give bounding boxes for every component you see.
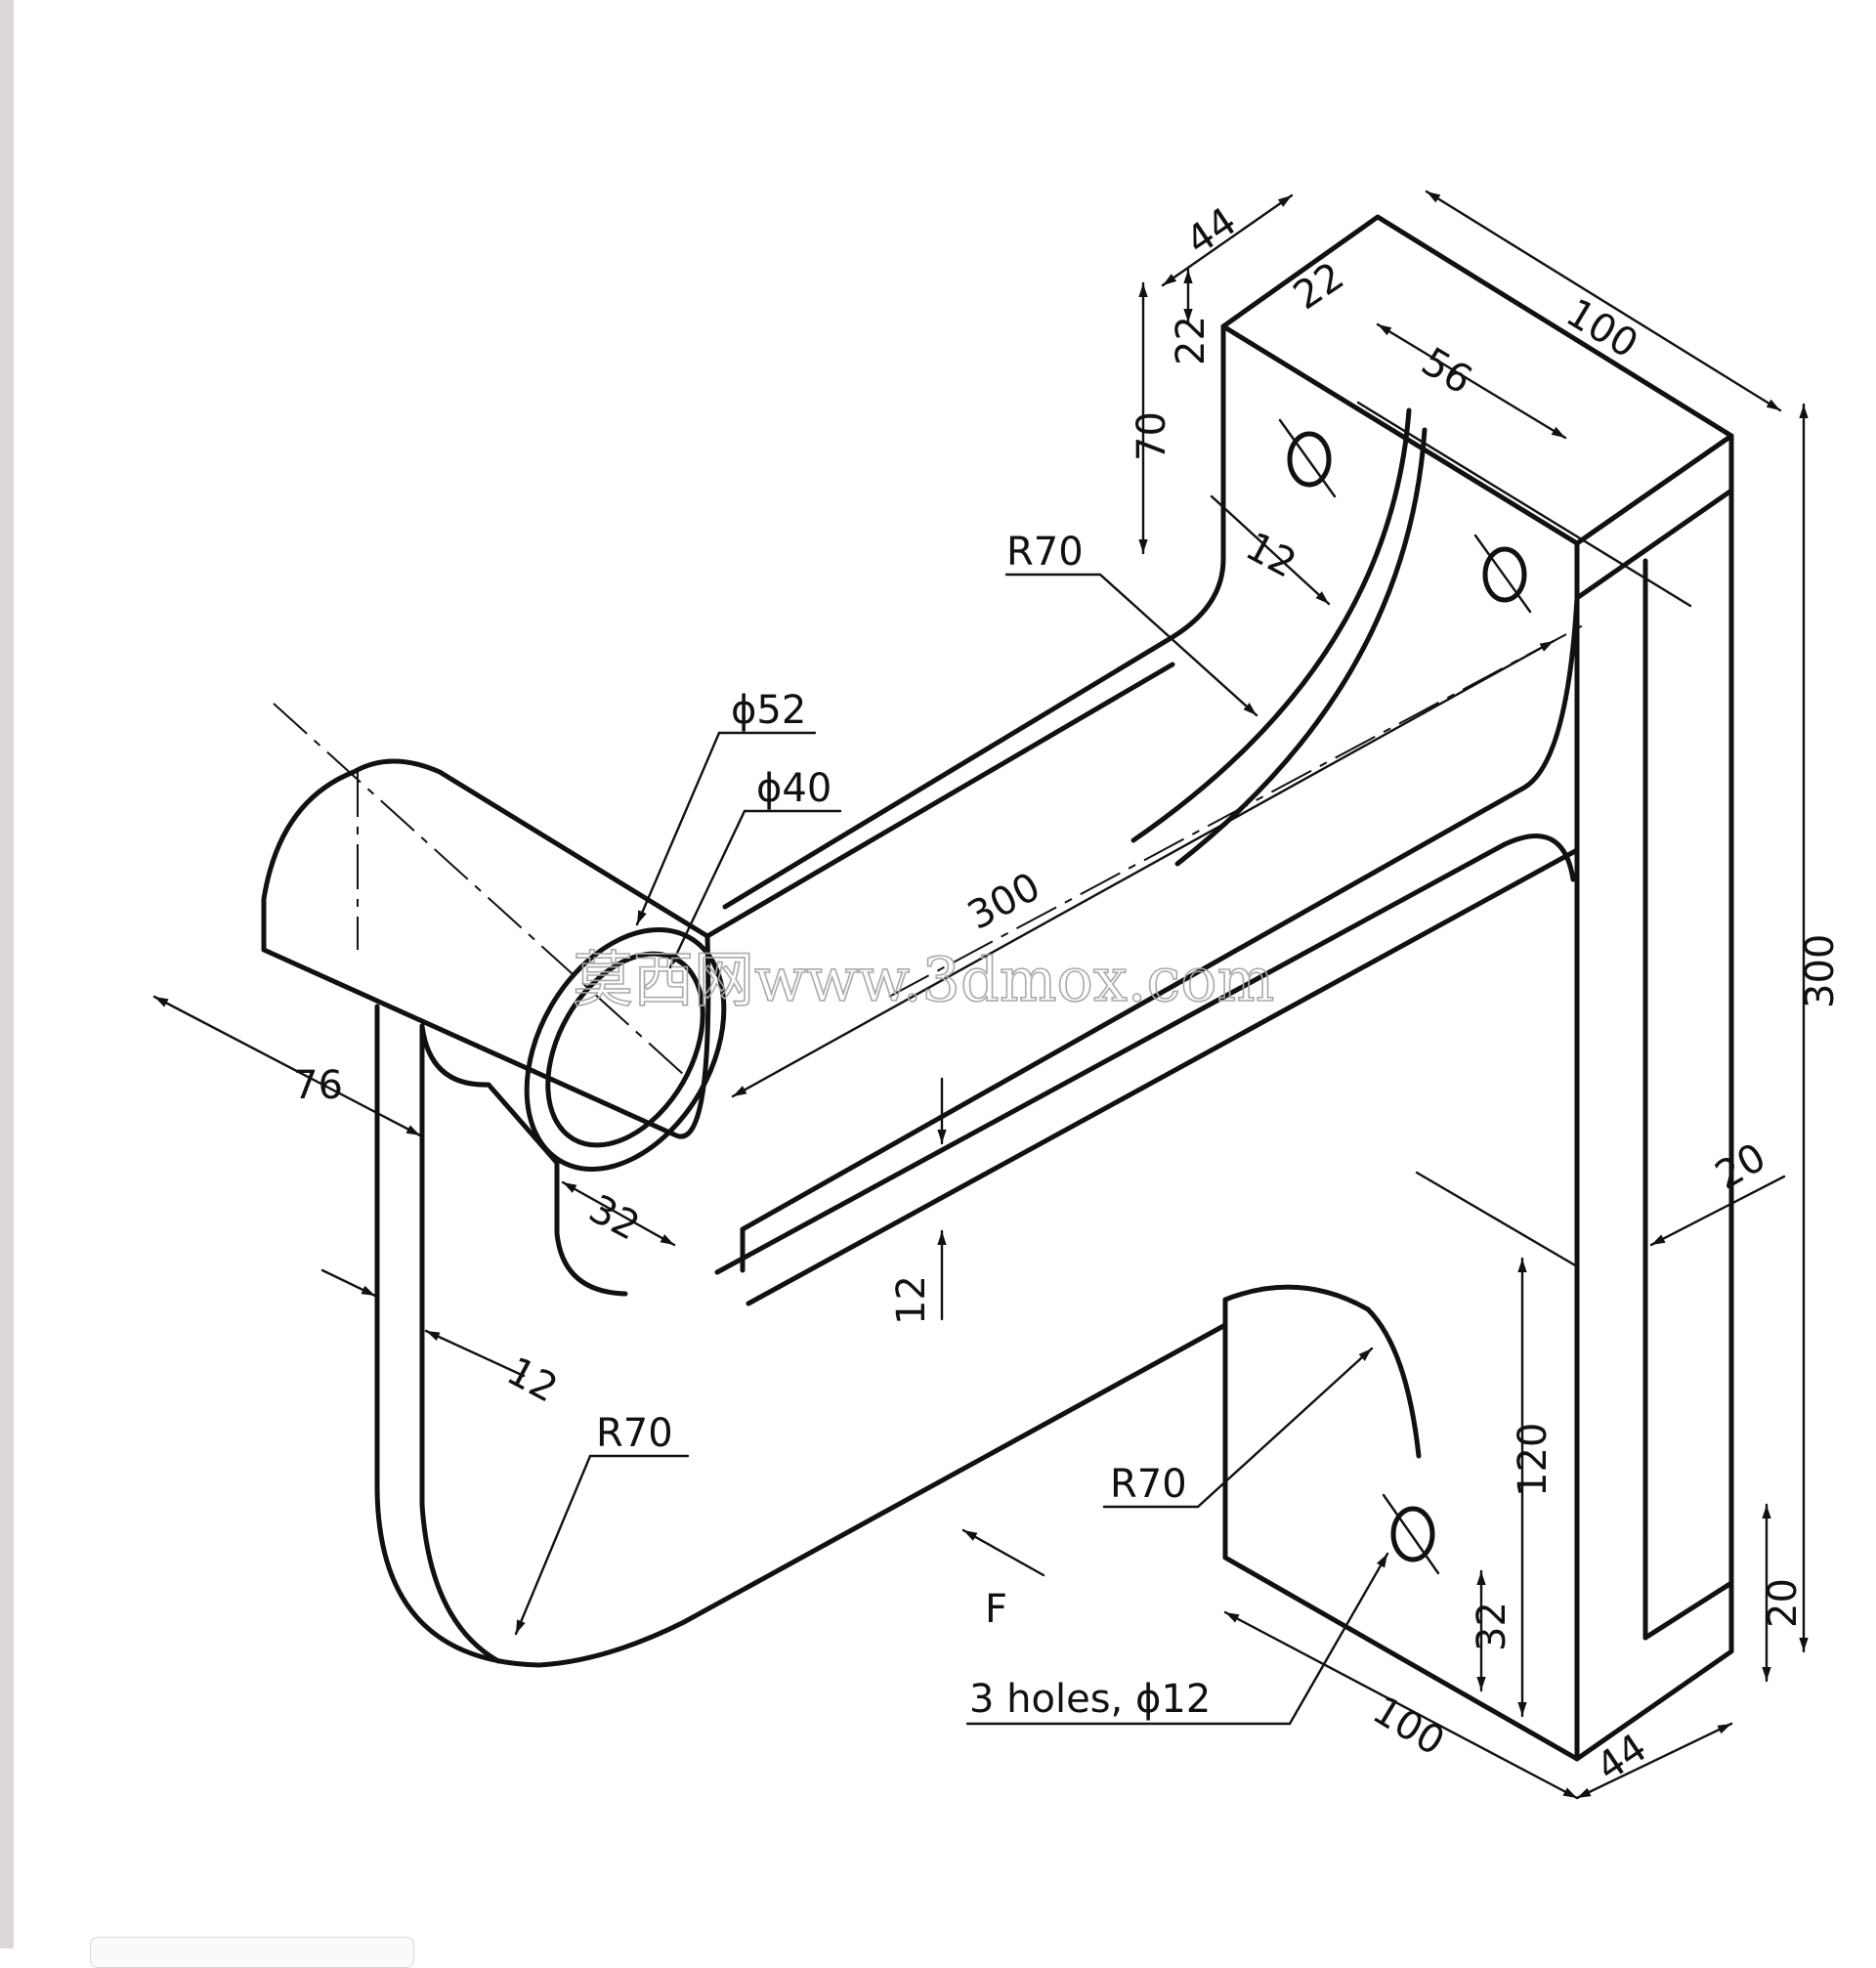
label-base-hole-offset: 32 — [1470, 1602, 1514, 1651]
base-hole-center — [1382, 1493, 1440, 1575]
bottom-tab[interactable] — [90, 1937, 414, 1968]
dim-line-rib-lower — [424, 1329, 526, 1378]
label-rib-thickness: 12 — [1238, 524, 1303, 587]
base-inner-line — [1415, 1171, 1579, 1268]
upper-rib-outer — [722, 556, 1226, 910]
left-rib-inner — [419, 1023, 501, 1664]
leader-lower-r70 — [514, 1454, 690, 1636]
label-top-thickness: 22 — [1169, 316, 1214, 365]
leader-boss-inner — [668, 809, 842, 969]
label-top-depth: 44 — [1178, 199, 1245, 265]
view-arrow-line — [961, 1528, 1045, 1577]
dim-line-top-width — [1425, 190, 1782, 412]
top-hole-right-center — [1473, 534, 1532, 614]
dimension-labels: 44 22 56 100 22 70 12 R70 ϕ52 ϕ40 300 30… — [293, 199, 1843, 1791]
top-hole-right — [1482, 546, 1527, 603]
base-r70-cut — [1365, 1306, 1422, 1459]
base-hole — [1390, 1506, 1435, 1562]
boss-outer-circle — [524, 927, 727, 1172]
dim-line-arm-offset — [561, 1180, 676, 1247]
left-scroll-strip — [0, 0, 14, 1948]
leader-boss-outer — [635, 731, 817, 926]
top-hole-left-center — [1278, 418, 1337, 498]
label-web-thickness-side: 20 — [1708, 1134, 1773, 1198]
base-top-face — [1222, 1284, 1371, 1561]
label-view-arrow: F — [985, 1587, 1007, 1632]
label-boss-inner-diameter: ϕ40 — [756, 766, 831, 811]
left-arm-joint — [419, 1023, 628, 1297]
arm-bottom-edge — [746, 847, 1580, 1306]
dim-line-rib-upper — [1210, 494, 1331, 606]
label-arm-thickness: 12 — [889, 1275, 934, 1325]
leader-holes — [965, 1552, 1389, 1726]
top-block-front-face — [1574, 433, 1734, 601]
label-holes-note: 3 holes, ϕ12 — [969, 1677, 1211, 1722]
label-base-height: 20 — [1761, 1578, 1806, 1628]
boss-axis — [273, 703, 685, 1076]
label-arm-offset: 32 — [581, 1186, 647, 1250]
dim-line-web-side — [1649, 1175, 1786, 1247]
label-base-cut-radius: R70 — [1110, 1462, 1187, 1507]
label-base-depth: 44 — [1589, 1726, 1655, 1791]
top-block-top-face — [1220, 214, 1734, 546]
top-hole-left — [1287, 431, 1332, 488]
label-boss-outer-diameter: ϕ52 — [731, 688, 806, 733]
label-base-width: 100 — [1365, 1688, 1452, 1765]
label-total-height: 300 — [1798, 934, 1843, 1008]
dim-line-hole-spacing — [1376, 322, 1567, 440]
dim-line-arm-length — [731, 639, 1556, 1098]
dim-line-boss-length — [152, 995, 422, 1137]
upper-rib-curve-b — [1174, 427, 1428, 867]
label-upper-bend-radius: R70 — [1006, 530, 1084, 575]
column-web-edge — [740, 595, 1580, 1232]
dimension-lines — [152, 190, 1809, 1800]
dim-line-base-width — [1223, 1610, 1579, 1800]
label-lower-web-height: 120 — [1511, 1423, 1556, 1497]
left-rib-outer — [374, 1004, 1228, 1668]
label-top-hole-height: 70 — [1130, 411, 1174, 461]
dim-line-base-depth — [1575, 1722, 1733, 1800]
leader-base-r70 — [1102, 1347, 1374, 1509]
boss-body — [261, 758, 711, 1139]
label-boss-length: 76 — [293, 1063, 343, 1108]
label-top-hole-offset: 22 — [1286, 254, 1352, 320]
watermark-text: 莫西网www.3dmox.com — [573, 944, 1274, 1015]
dim-line-rib-lower-2 — [320, 1268, 377, 1298]
label-lower-rib-thickness: 12 — [499, 1348, 565, 1412]
label-top-hole-spacing: 56 — [1414, 339, 1479, 404]
label-lower-bend-radius: R70 — [596, 1411, 673, 1456]
arm-lower-edge — [714, 834, 1576, 1275]
leader-upper-r70 — [1004, 573, 1258, 717]
